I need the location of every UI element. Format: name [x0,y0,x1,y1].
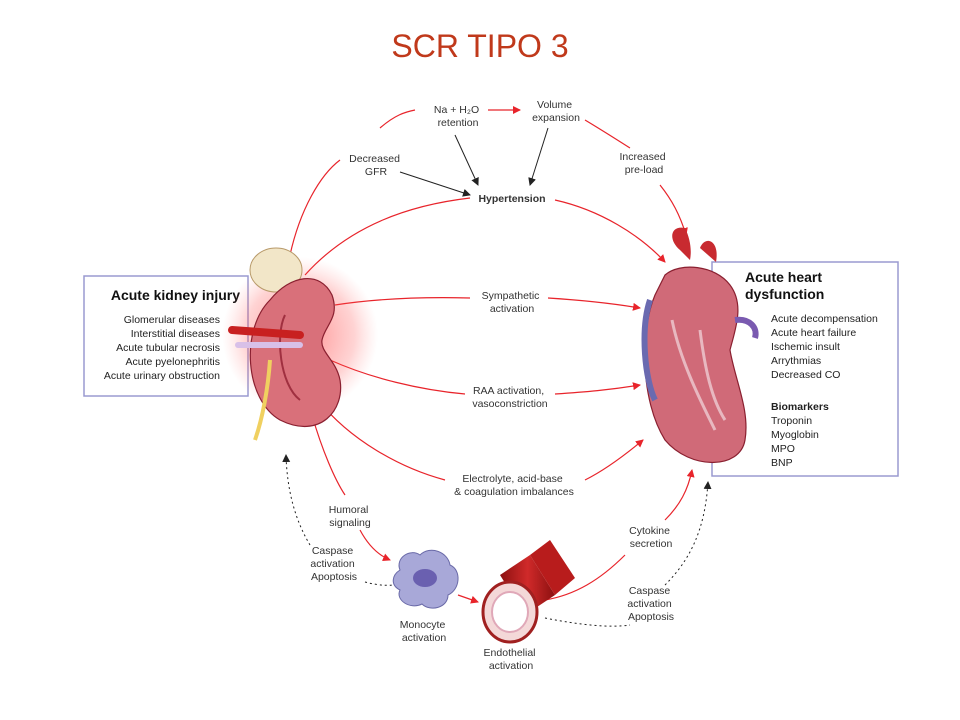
label-caspase-left: Caspase activation Apoptosis [310,545,357,583]
kidney-box-title: Acute kidney injury [111,287,240,303]
label-decreased-gfr: Decreased GFR [349,153,403,178]
biomarkers-title: Biomarkers [771,401,829,413]
arrow-retention-hypertension [454,134,479,186]
arrow-volume-hypertension [528,127,549,186]
heart-item: Arrythmias [771,355,821,367]
dashed-arrow-bottom [544,617,631,627]
label-endothelial: Endothelial activation [484,647,539,672]
monocyte-illustration [392,549,459,609]
label-cytokine: Cytokine secretion [629,525,673,550]
kidney-item: Interstitial diseases [131,328,220,340]
label-raa: RAA activation, vasoconstriction [472,385,547,410]
arrow-preload-heart [659,184,688,236]
biomarker-item: Myoglobin [771,429,819,441]
kidney-box [83,275,249,397]
heart-box-title: Acute heart [745,269,822,285]
arrow-hypertension-to-heart [554,199,666,263]
arrow-sympathetic-to [547,297,641,311]
arrow-cytokine-to [664,469,695,521]
kidney-item: Acute pyelonephritis [125,356,220,368]
biomarker-item: Troponin [771,415,812,427]
arrow-humoral [311,414,346,496]
label-sympathetic: Sympathetic activation [482,290,543,315]
heart-item: Decreased CO [771,369,840,381]
label-humoral: Humoral signaling [329,504,372,529]
kidney-item: Acute tubular necrosis [116,342,220,354]
dashed-arrow-left [282,454,311,546]
slide-title: SCR TIPO 3 [391,28,569,64]
heart-illustration [641,227,759,463]
arrow-gfr [289,159,341,256]
arrow-electrolyte-from [317,399,446,481]
arrow-volume-preload [584,119,631,149]
arrow-monocyte-endothelial [457,594,479,604]
label-caspase-right: Caspase activation Apoptosis [627,585,674,623]
biomarker-item: MPO [771,443,795,455]
kidney-item: Acute urinary obstruction [104,370,220,382]
arrow-retention-top [379,109,416,129]
label-hypertension: Hypertension [478,193,545,205]
arrow-cytokine-from [544,554,626,601]
biomarker-item: BNP [771,457,793,469]
heart-item: Acute heart failure [771,327,856,339]
heart-item: Ischemic insult [771,341,840,353]
arrow-gfr-hypertension [399,171,471,197]
kidney-illustration [222,247,378,441]
heart-item: Acute decompensation [771,313,878,325]
kidney-item: Glomerular diseases [124,314,220,326]
arrow-electrolyte-to [584,439,644,481]
label-monocyte: Monocyte activation [400,619,448,644]
label-increased-preload: Increased pre-load [619,151,668,176]
arrow-humoral-monocyte [359,529,391,561]
dashed-arrow-right [664,481,712,586]
heart-box-title: dysfunction [745,286,824,302]
label-na-retention: Na + H₂O retention [434,104,482,129]
label-volume-expansion: Volume expansion [532,99,580,124]
arrow-raa-to [554,382,641,395]
arrow-hypertension-from-kidney [304,197,471,276]
vessel-illustration [481,540,575,644]
label-electrolyte: Electrolyte, acid-base & coagulation imb… [454,473,574,498]
